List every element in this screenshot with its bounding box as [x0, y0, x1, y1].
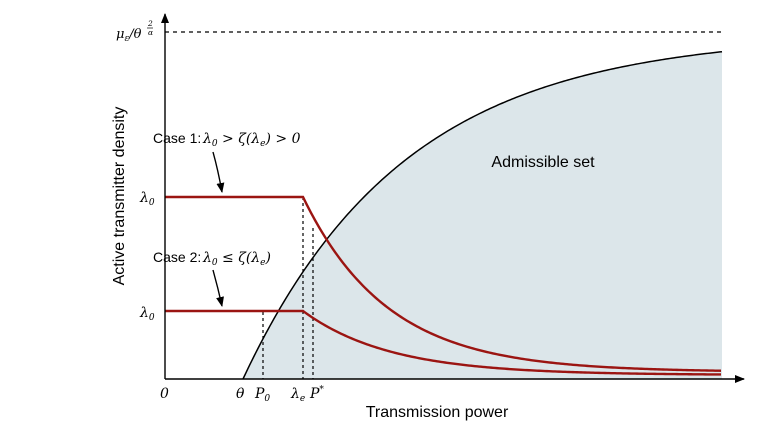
y-axis-label: Active transmitter density — [111, 107, 128, 286]
case1-curve — [165, 195, 722, 372]
svg-text:Case 2:: Case 2: — [153, 249, 201, 265]
svg-text:λ0 > ζ(λe) > 0: λ0 > ζ(λe) > 0 — [202, 131, 301, 149]
x-tick-origin: 0 — [160, 386, 169, 402]
case1-label: Case 1: λ0 > ζ(λe) > 0 — [153, 130, 301, 149]
svg-text:με/θ: με/θ — [116, 27, 142, 44]
y-tick-lambda0-case2: λ0 — [139, 305, 155, 323]
svg-text:2: 2 — [147, 19, 153, 28]
y-tick-top-label: με/θ 2 α — [116, 19, 153, 44]
x-tick-lambda-e: λe — [290, 386, 305, 404]
x-tick-p-star: P* — [309, 385, 324, 402]
svg-text:Case 1:: Case 1: — [153, 130, 201, 146]
x-tick-theta: θ — [236, 386, 245, 402]
region-label: Admissible set — [491, 154, 595, 171]
x-axis-label: Transmission power — [366, 404, 509, 421]
case2-curve — [165, 309, 722, 376]
admissible-region — [243, 51, 722, 379]
x-tick-p0: P0 — [254, 386, 270, 404]
admissible-boundary-curve — [242, 50, 723, 380]
svg-text:λ0 ≤ ζ(λe): λ0 ≤ ζ(λe) — [202, 250, 271, 268]
y-tick-lambda0-case1: λ0 — [139, 190, 155, 208]
case2-label: Case 2: λ0 ≤ ζ(λe) — [153, 249, 271, 268]
svg-text:α: α — [148, 28, 153, 37]
case2-pointer-arrow — [212, 269, 224, 307]
case1-pointer-arrow — [212, 151, 225, 193]
